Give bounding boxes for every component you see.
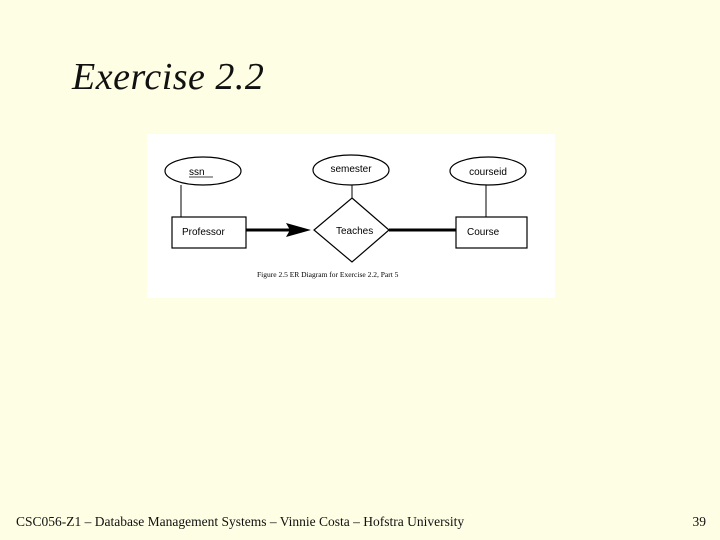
course-entity [455, 216, 528, 249]
courseid-label: courseid [469, 167, 507, 178]
ssn-attribute [164, 156, 242, 186]
er-diagram-figure: ssn semester courseid Professor Course T… [147, 134, 555, 298]
professor-label: Professor [182, 227, 225, 238]
ssn-label: ssn [189, 167, 205, 178]
semester-attribute [312, 154, 390, 186]
key-constraint-arrow [286, 223, 311, 237]
teaches-label: Teaches [336, 226, 373, 237]
figure-caption: Figure 2.5 ER Diagram for Exercise 2.2, … [257, 270, 399, 279]
slide-title: Exercise 2.2 [72, 56, 265, 98]
teaches-relationship [313, 197, 390, 263]
page-number: 39 [692, 514, 707, 529]
er-diagram: ssn semester courseid Professor Course T… [164, 154, 528, 279]
professor-entity [171, 216, 247, 249]
course-label: Course [467, 227, 500, 238]
slide-footer: CSC056-Z1 – Database Management Systems … [16, 514, 465, 529]
semester-label: semester [330, 164, 372, 175]
courseid-attribute [449, 156, 527, 186]
